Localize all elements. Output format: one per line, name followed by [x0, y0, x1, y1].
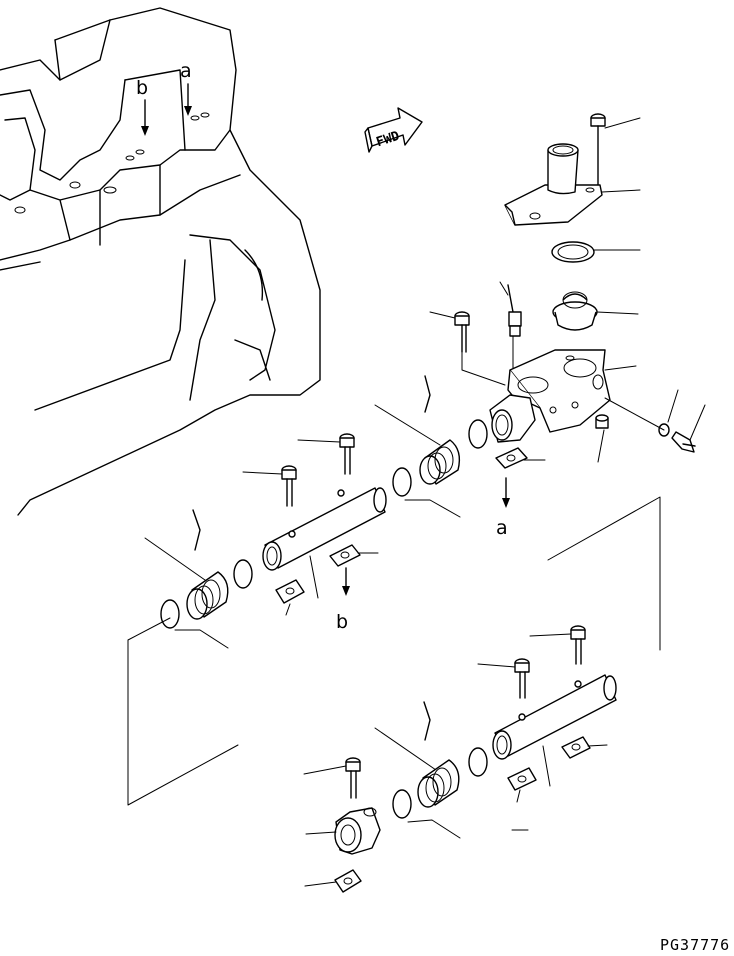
pipe-bolt-4	[477, 658, 530, 699]
gasket-ring	[551, 241, 641, 263]
thermostat-cover	[504, 143, 641, 226]
water-pipe-lower	[492, 674, 617, 787]
water-pipe-upper	[262, 487, 387, 599]
bracket-line-right	[547, 496, 661, 651]
pipe-gasket-lower-1	[561, 736, 608, 759]
elbow-fitting	[305, 807, 381, 855]
drawing-code: PG37776	[660, 936, 730, 954]
temperature-sensor	[499, 281, 522, 386]
pipe-gasket-lower-2	[507, 767, 537, 831]
port-arrow-a	[502, 477, 510, 508]
cover-bolt	[590, 113, 641, 186]
port-arrow-b	[342, 567, 350, 596]
connector-upper	[374, 375, 488, 518]
label-b-engine: b	[136, 77, 148, 99]
engine-port-arrow-b	[141, 99, 149, 136]
housing-gasket	[495, 447, 546, 469]
connector-lower	[374, 701, 488, 839]
pipe-bolt-2	[242, 465, 297, 507]
thermostat-housing	[489, 349, 637, 443]
pipe-bolt-3	[529, 625, 586, 665]
label-a-port: a	[496, 517, 508, 539]
drain-plug	[595, 414, 609, 463]
engine-block	[0, 7, 321, 516]
label-a-engine: a	[180, 60, 192, 82]
elbow-bolt	[303, 757, 361, 799]
engine-port-arrow-a	[184, 83, 192, 116]
pipe-gasket-upper-2	[275, 579, 305, 616]
connector-left	[144, 509, 253, 649]
elbow-gasket	[304, 869, 362, 893]
pipe-gasket-upper-1	[329, 544, 379, 567]
plug-bolt	[671, 404, 706, 453]
fwd-arrow-icon: FWD	[364, 107, 423, 153]
fwd-label: FWD	[374, 129, 401, 151]
thermostat	[552, 291, 639, 331]
label-b-port: b	[336, 611, 348, 633]
housing-bolt	[429, 311, 506, 386]
bracket-line-left	[127, 617, 239, 806]
washer	[604, 389, 679, 437]
pipe-bolt-1	[297, 433, 355, 475]
